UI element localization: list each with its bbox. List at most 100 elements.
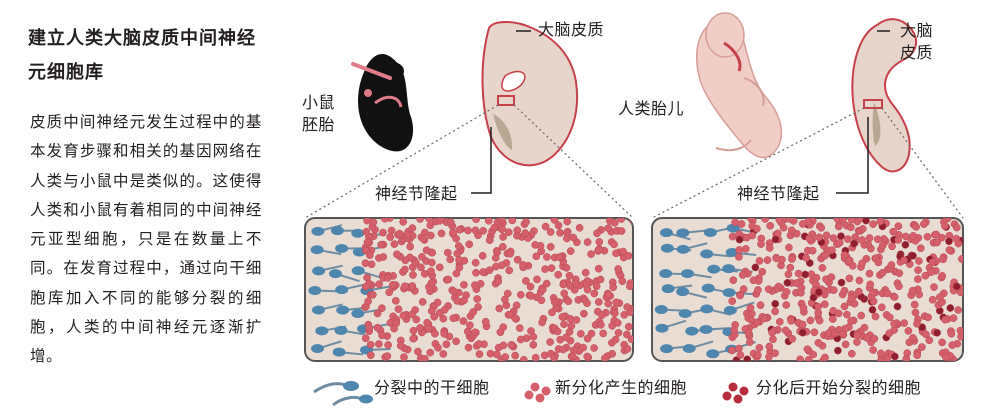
new-cell	[614, 265, 623, 273]
new-cell	[452, 337, 460, 346]
new-cell	[598, 311, 606, 320]
new-cell	[932, 230, 941, 239]
new-cell	[472, 268, 480, 277]
new-cell	[871, 312, 880, 321]
new-cell	[763, 256, 772, 264]
new-cell	[834, 222, 843, 231]
new-cell	[748, 231, 757, 240]
new-cell	[390, 324, 398, 333]
new-cell	[562, 333, 570, 342]
new-cell	[858, 259, 866, 268]
new-cell	[765, 352, 773, 361]
new-cell	[493, 248, 501, 257]
new-cell	[749, 276, 758, 285]
label-leader-lines	[471, 30, 890, 194]
new-cell	[595, 238, 604, 246]
stem-cell	[685, 326, 699, 336]
new-cell	[843, 235, 852, 243]
new-cell	[446, 218, 455, 226]
dividing-cell	[732, 356, 741, 361]
stem-cell	[676, 228, 690, 238]
human-fetus-label: 人类胎儿	[618, 99, 685, 118]
new-cell	[541, 265, 549, 273]
new-cell	[452, 269, 461, 278]
new-cell	[513, 231, 521, 240]
new-cell	[503, 289, 512, 298]
new-cell	[821, 251, 830, 260]
new-cell	[507, 341, 516, 349]
new-cell	[475, 350, 484, 358]
new-cell	[516, 335, 525, 344]
new-cell	[391, 296, 400, 305]
legend-stem-cell-icon	[313, 381, 373, 407]
new-cell	[876, 218, 885, 226]
dividing-cell	[933, 328, 941, 337]
new-cell	[853, 331, 862, 339]
new-cell	[529, 332, 538, 341]
new-cell	[508, 218, 517, 225]
new-cell	[887, 261, 896, 269]
new-cell	[772, 254, 781, 263]
new-cell	[403, 231, 412, 239]
new-cell	[840, 302, 849, 311]
new-cell	[939, 255, 947, 264]
new-cell	[515, 324, 524, 332]
new-cell	[558, 313, 567, 321]
new-cell	[378, 331, 386, 340]
new-cell	[538, 318, 546, 327]
new-cell	[870, 334, 879, 343]
stem-cell	[310, 245, 324, 255]
new-cell	[469, 308, 478, 316]
new-cell	[869, 220, 877, 228]
new-cell	[471, 226, 480, 235]
new-cell	[546, 242, 555, 251]
new-cell	[533, 275, 541, 284]
new-cell	[828, 246, 836, 255]
new-cell	[565, 271, 574, 280]
new-cell	[389, 280, 397, 289]
new-cell	[497, 218, 506, 224]
stem-cell	[351, 309, 365, 319]
caption-title: 建立人类大脑皮质中间神经元细胞库	[28, 28, 256, 83]
dividing-cell	[783, 278, 792, 287]
new-cell	[890, 319, 898, 328]
new-cell	[496, 328, 505, 337]
new-cell	[827, 273, 836, 281]
new-cell	[422, 246, 431, 255]
stem-cell	[706, 349, 720, 359]
new-cell	[938, 272, 947, 280]
new-cell	[511, 351, 520, 360]
new-cell	[421, 354, 429, 361]
new-cell	[847, 317, 855, 325]
new-cell	[869, 346, 877, 354]
new-cell	[471, 328, 479, 337]
new-cell	[454, 242, 463, 250]
new-cell	[472, 218, 480, 224]
caption-panel: 建立人类大脑皮质中间神经元细胞库 皮质中间神经元发生过程中的基本发育步骤和相关的…	[0, 0, 280, 416]
new-cell	[623, 345, 632, 353]
new-cell	[947, 329, 956, 338]
new-cell	[839, 330, 847, 338]
new-cell	[560, 320, 568, 329]
new-cell	[736, 351, 745, 359]
new-cell	[450, 287, 458, 296]
new-cell	[765, 244, 774, 252]
new-cell	[928, 258, 937, 266]
new-cell	[735, 344, 743, 353]
new-cell	[554, 221, 563, 230]
new-cell	[806, 316, 815, 325]
new-cell	[532, 252, 541, 261]
new-cell	[890, 293, 899, 301]
new-cell	[869, 288, 877, 297]
new-cell	[771, 307, 779, 316]
dividing-cell	[946, 304, 955, 312]
stem-cell	[676, 287, 690, 297]
new-cell	[522, 218, 530, 226]
new-cell	[408, 282, 417, 290]
new-cell	[563, 234, 571, 243]
new-cell	[730, 326, 738, 334]
new-cell	[854, 287, 863, 296]
new-cell	[453, 297, 462, 305]
new-cell	[815, 233, 824, 242]
new-cell	[839, 218, 847, 224]
